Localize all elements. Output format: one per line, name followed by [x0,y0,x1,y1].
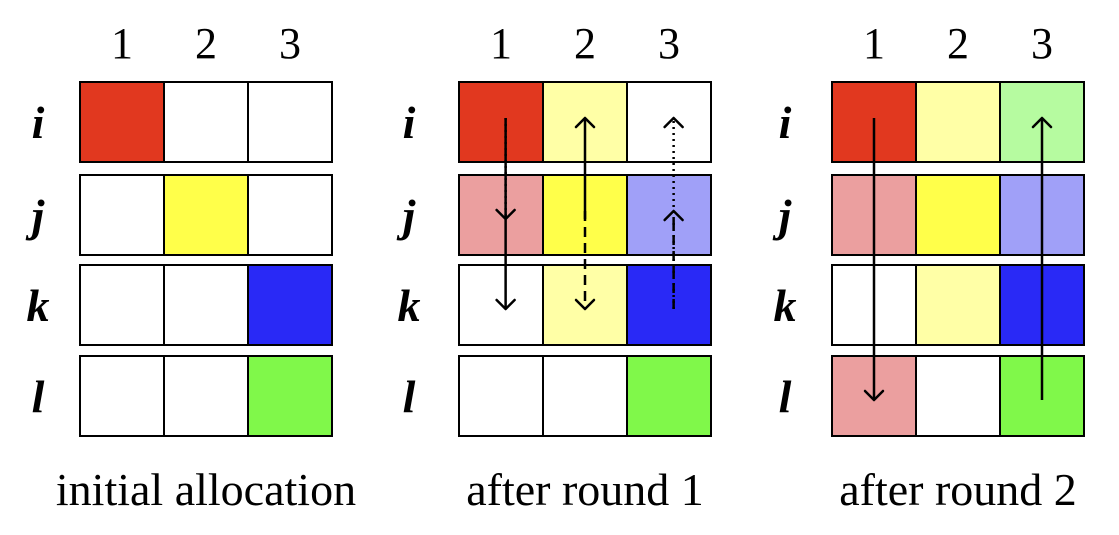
column-label-3: 3 [279,19,301,68]
transfer-arrow [574,116,596,219]
cell-i-2 [915,81,1001,163]
cell-j-2 [163,174,249,256]
row-label-i: i [403,97,416,148]
row-label-k: k [774,280,797,331]
row-label-j: j [396,190,416,241]
row-label-l: l [403,371,416,422]
cell-i-3 [247,81,333,163]
cell-l-1 [458,355,544,437]
transfer-arrow [863,118,885,402]
panel-caption: after round 1 [466,464,704,515]
cell-j-3 [247,174,333,256]
cell-k-3 [626,264,712,346]
cell-j-1 [79,174,165,256]
column-label-2: 2 [947,19,969,68]
column-label-1: 1 [111,19,133,68]
transfer-arrow [663,116,684,309]
row-label-l: l [779,371,792,422]
cell-l-2 [163,355,249,437]
column-label-2: 2 [195,19,217,68]
cell-k-1 [79,264,165,346]
cell-l-3 [626,355,712,437]
cell-l-2 [542,355,628,437]
cell-k-3 [247,264,333,346]
row-label-l: l [32,371,45,422]
row-label-i: i [32,97,45,148]
row-label-j: j [25,190,45,241]
row-label-j: j [772,190,792,241]
cell-k-2 [163,264,249,346]
row-label-k: k [398,280,421,331]
cell-i-2 [163,81,249,163]
panel-caption: after round 2 [839,464,1077,515]
cell-k-2 [915,264,1001,346]
cell-i-1 [79,81,165,163]
cell-l-3 [247,355,333,437]
panel-caption: initial allocation [56,464,356,515]
cell-j-2 [915,174,1001,256]
row-label-i: i [779,97,792,148]
cell-i-1 [458,81,544,163]
transfer-arrow [1031,116,1053,400]
row-label-k: k [27,280,50,331]
transfer-arrow [574,211,596,311]
column-label-1: 1 [863,19,885,68]
transfer-arrow [495,118,516,311]
cell-l-2 [915,355,1001,437]
column-label-3: 3 [1031,19,1053,68]
column-label-2: 2 [574,19,596,68]
cell-l-1 [79,355,165,437]
column-label-3: 3 [658,19,680,68]
column-label-1: 1 [490,19,512,68]
